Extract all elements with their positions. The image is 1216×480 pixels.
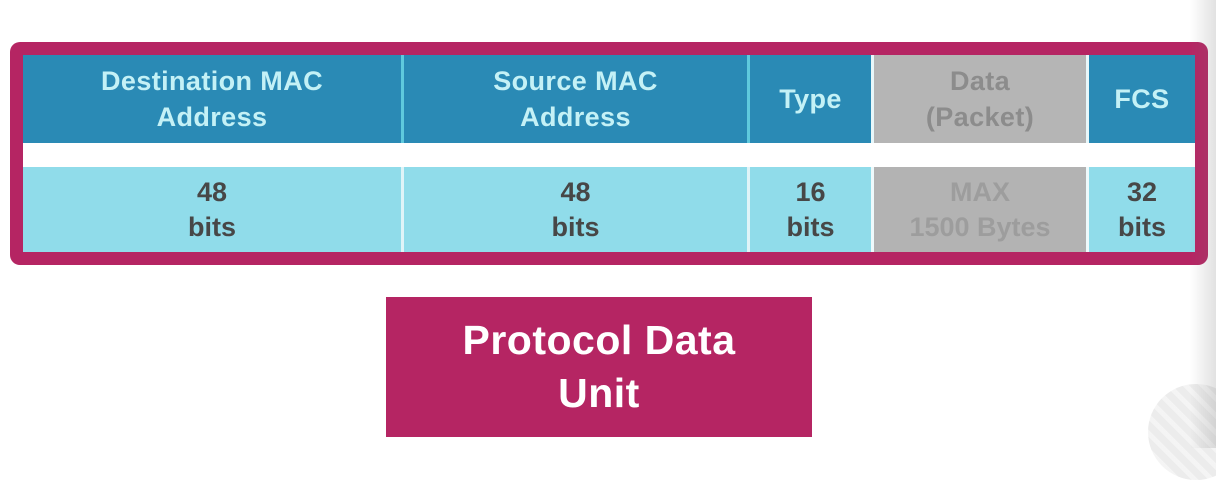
header-data-line1: Data: [949, 66, 1011, 96]
header-source-mac-line1: Source MAC: [493, 66, 658, 96]
protocol-data-unit-box: Protocol Data Unit: [386, 297, 812, 437]
size-destination-mac-unit: bits: [187, 211, 236, 242]
size-cell-source-mac: 48 bits: [404, 167, 750, 252]
ethernet-frame-diagram: Destination MAC Address Source MAC Addre…: [10, 42, 1208, 265]
header-fcs-label: FCS: [1114, 84, 1170, 114]
size-fcs-unit: bits: [1117, 211, 1166, 242]
header-cell-source-mac: Source MAC Address: [404, 55, 750, 143]
header-type-label: Type: [779, 84, 842, 114]
size-type-unit: bits: [786, 211, 835, 242]
header-cell-type: Type: [750, 55, 874, 143]
header-cell-data-packet: Data (Packet): [874, 55, 1089, 143]
header-cell-destination-mac: Destination MAC Address: [23, 55, 404, 143]
header-data-line2: (Packet): [925, 102, 1035, 132]
size-source-mac-value: 48: [560, 176, 591, 207]
header-source-mac-line2: Address: [520, 102, 631, 132]
channel-logo-watermark-icon: [1148, 384, 1216, 480]
size-cell-destination-mac: 48 bits: [23, 167, 404, 252]
slide-canvas: Destination MAC Address Source MAC Addre…: [10, 0, 1216, 480]
size-destination-mac-value: 48: [196, 176, 228, 207]
size-data-max-label: MAX: [950, 176, 1010, 207]
header-destination-mac-line2: Address: [156, 102, 268, 132]
size-cell-data-packet: MAX 1500 Bytes: [874, 167, 1089, 252]
pdu-label-line1: Protocol Data: [462, 317, 736, 363]
frame-separator-strip: [23, 143, 1195, 167]
pdu-label-line2: Unit: [558, 370, 640, 416]
size-cell-fcs: 32 bits: [1089, 167, 1195, 252]
size-fcs-value: 32: [1126, 176, 1158, 207]
size-type-value: 16: [795, 176, 826, 207]
frame-header-row: Destination MAC Address Source MAC Addre…: [23, 55, 1195, 143]
size-source-mac-unit: bits: [551, 211, 600, 242]
size-data-bytes-label: 1500 Bytes: [909, 211, 1051, 242]
frame-size-row: 48 bits 48 bits 16 bits MAX 1500 Bytes 3…: [23, 167, 1195, 252]
size-cell-type: 16 bits: [750, 167, 874, 252]
header-cell-fcs: FCS: [1089, 55, 1195, 143]
header-destination-mac-line1: Destination MAC: [101, 66, 323, 96]
